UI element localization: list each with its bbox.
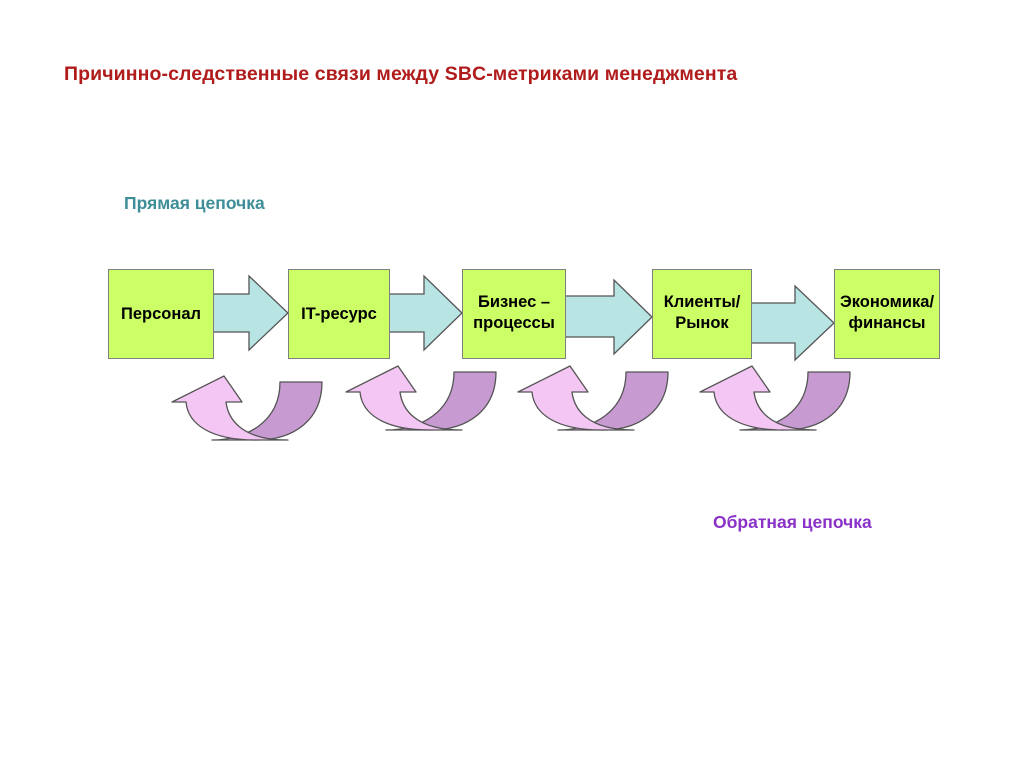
feedback-arrow-icon — [345, 365, 497, 431]
reverse-chain-label: Обратная цепочка — [713, 512, 872, 532]
node-label: Персонал — [121, 304, 201, 323]
node-label: IT-ресурс — [301, 304, 377, 323]
forward-arrow-icon — [387, 274, 463, 352]
node-economy-finance: Экономика/ финансы — [834, 269, 940, 359]
node-it-resource: IT-ресурс — [288, 269, 390, 359]
forward-arrow-icon — [210, 274, 289, 352]
node-label: Клиенты/ Рынок — [663, 293, 741, 332]
feedback-arrow-icon — [171, 375, 323, 441]
feedback-arrow-icon — [699, 365, 851, 431]
node-label: Экономика/ финансы — [839, 293, 935, 332]
node-business-processes: Бизнес – процессы — [462, 269, 566, 359]
page-title: Причинно-следственные связи между SBC-ме… — [64, 63, 738, 85]
direct-chain-label: Прямая цепочка — [124, 193, 265, 213]
node-clients-market: Клиенты/ Рынок — [652, 269, 752, 359]
node-personnel: Персонал — [108, 269, 214, 359]
node-label: Бизнес – процессы — [473, 293, 555, 332]
feedback-arrow-icon — [517, 365, 669, 431]
forward-arrow-icon — [564, 278, 653, 356]
forward-arrow-icon — [750, 284, 835, 362]
